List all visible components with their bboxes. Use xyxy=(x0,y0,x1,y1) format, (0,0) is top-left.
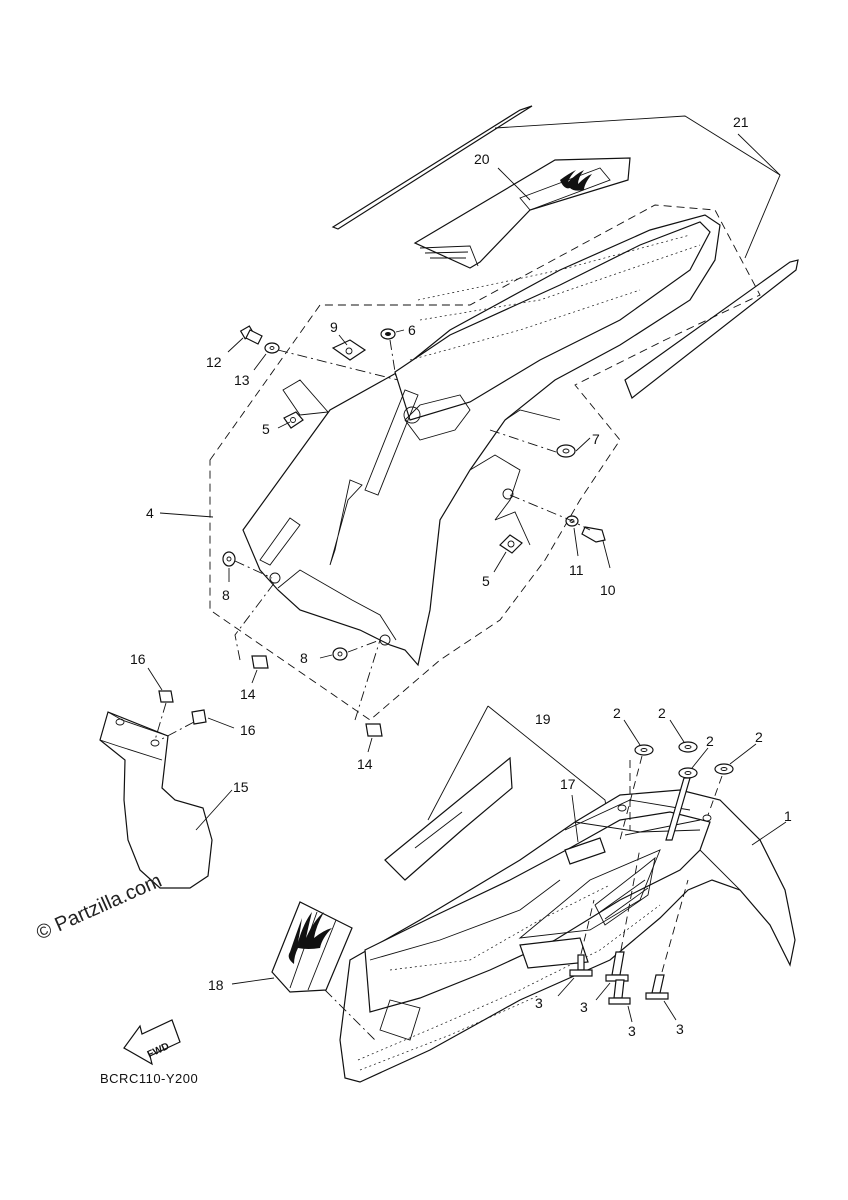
washer-8-left xyxy=(222,551,236,582)
callout-21: 21 xyxy=(733,114,749,130)
washer-7 xyxy=(556,437,591,458)
callout-9: 9 xyxy=(330,319,338,335)
callout-16a: 16 xyxy=(130,651,146,667)
rear-fender-4 xyxy=(242,214,721,667)
callout-2c: 2 xyxy=(706,733,714,749)
bolt-14-right xyxy=(365,723,383,753)
callout-15: 15 xyxy=(233,779,249,795)
sticker-18 xyxy=(231,901,376,1041)
rear-graphic-strip-21 xyxy=(331,105,799,399)
callout-labels: 1 2 2 2 2 3 3 3 3 4 5 5 6 7 8 8 9 10 11 … xyxy=(130,114,792,1039)
bolt-12 xyxy=(227,325,263,353)
callout-8b: 8 xyxy=(300,650,308,666)
bolt-16-top xyxy=(147,667,174,741)
callout-2d: 2 xyxy=(755,729,763,745)
callout-11: 11 xyxy=(569,562,584,578)
washer-8-right xyxy=(319,647,348,661)
sticker-17 xyxy=(564,794,606,865)
callout-2b: 2 xyxy=(658,705,666,721)
bolt-3a xyxy=(557,899,595,997)
rear-sticker-20 xyxy=(413,157,631,269)
reference-code: BCRC110-Y200 xyxy=(100,1071,198,1086)
callout-19: 19 xyxy=(535,711,551,727)
washer-13 xyxy=(253,342,280,371)
bolt-3c xyxy=(608,979,633,1023)
washer-2b xyxy=(669,719,698,753)
callout-8a: 8 xyxy=(222,587,230,603)
leader-21 xyxy=(494,115,781,259)
callout-10: 10 xyxy=(600,582,616,598)
washer-2c xyxy=(665,747,709,841)
callout-17: 17 xyxy=(560,776,576,792)
callout-5a: 5 xyxy=(262,421,270,437)
nut-5-upper-bracket xyxy=(282,379,329,416)
nut-5-lower xyxy=(493,534,523,573)
callout-1: 1 xyxy=(784,808,792,824)
callout-12: 12 xyxy=(206,354,222,370)
callout-5b: 5 xyxy=(482,573,490,589)
callout-3a: 3 xyxy=(535,995,543,1011)
callout-13: 13 xyxy=(234,372,250,388)
callout-14a: 14 xyxy=(240,686,256,702)
bolt-16-right xyxy=(159,709,235,741)
front-fender-1 xyxy=(339,789,796,1083)
front-fender-graphic xyxy=(594,819,701,926)
callout-3d: 3 xyxy=(676,1021,684,1037)
mud-flap-15 xyxy=(99,711,233,889)
bolt-10 xyxy=(581,526,611,569)
callout-20: 20 xyxy=(474,151,490,167)
callout-3c: 3 xyxy=(628,1023,636,1039)
fwd-arrow-icon xyxy=(123,1019,181,1066)
watermark: © Partzilla.com xyxy=(33,870,165,945)
callout-4: 4 xyxy=(146,505,154,521)
washer-2d xyxy=(707,743,757,816)
leader-4 xyxy=(159,512,214,518)
nut-5-lower-bracket xyxy=(494,511,531,546)
callout-16b: 16 xyxy=(240,722,256,738)
callout-7: 7 xyxy=(592,431,600,447)
rear-assembly-outline xyxy=(209,204,761,721)
bolt-3d xyxy=(645,879,689,1021)
washer-11 xyxy=(565,515,579,557)
callout-3b: 3 xyxy=(580,999,588,1015)
nut-9 xyxy=(331,334,367,361)
grommet-6 xyxy=(380,328,405,340)
bolt-14-left xyxy=(251,655,269,684)
callout-6: 6 xyxy=(408,322,416,338)
callout-18: 18 xyxy=(208,977,224,993)
callout-2a: 2 xyxy=(613,705,621,721)
callout-14b: 14 xyxy=(357,756,373,772)
nut-5-upper xyxy=(283,411,304,429)
washer-2a xyxy=(619,719,654,841)
